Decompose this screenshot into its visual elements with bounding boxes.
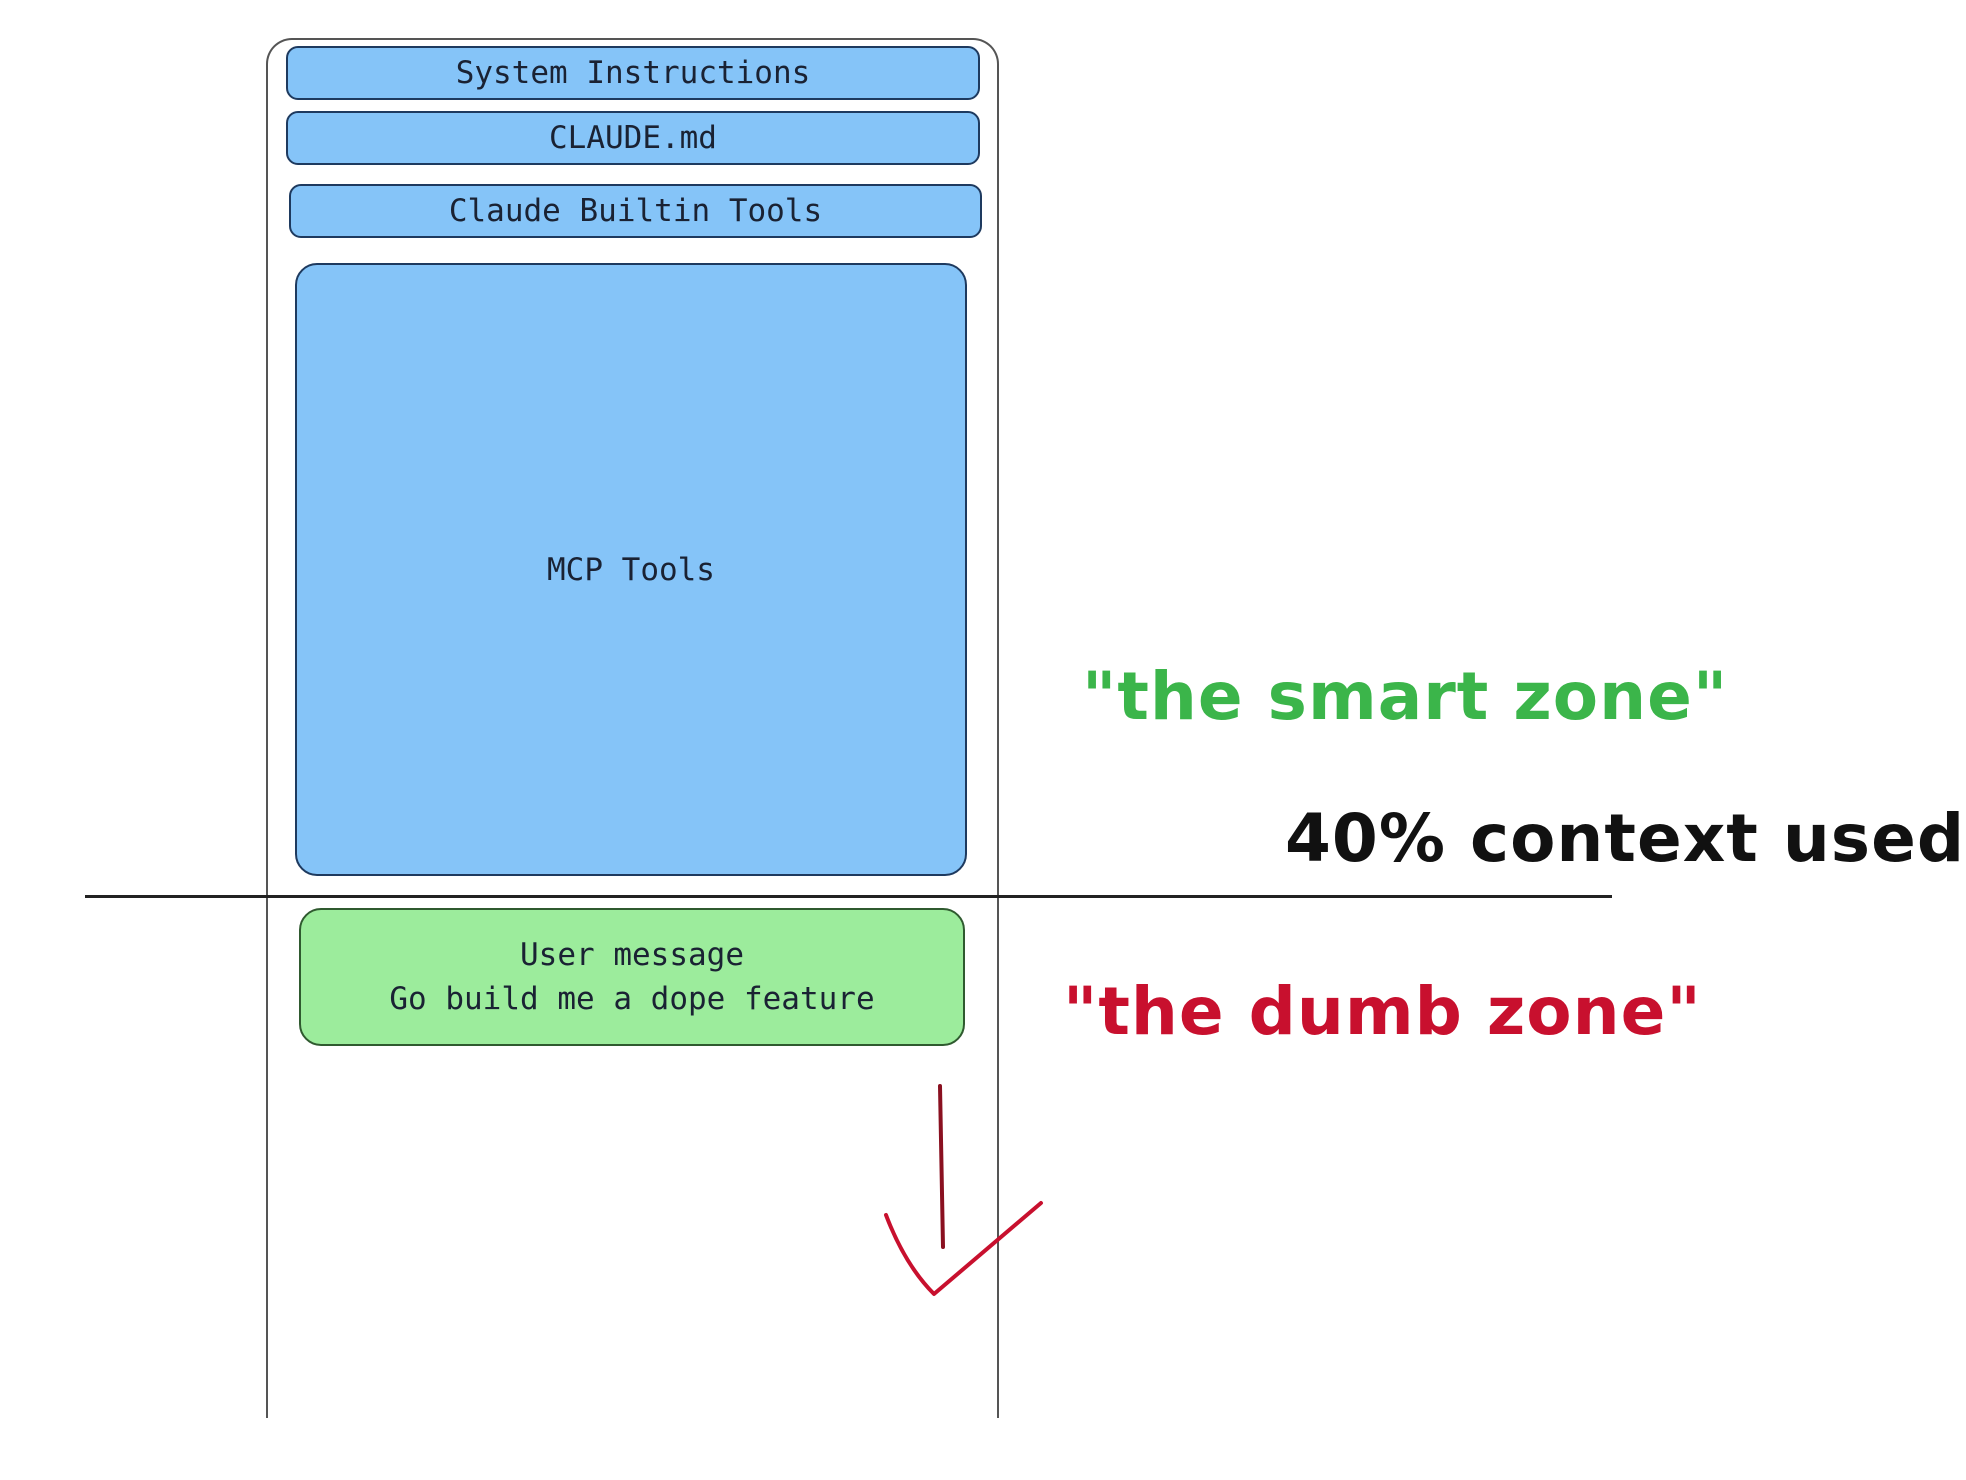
block-label: Claude Builtin Tools [448,193,823,229]
context-window-frame [266,38,999,1418]
smart-zone-label: "the smart zone" [1082,658,1729,735]
user-message-title: User message [520,937,744,973]
user-message-block: User message Go build me a dope feature [299,908,965,1046]
user-message-body: Go build me a dope feature [389,981,875,1017]
dumb-zone-label: "the dumb zone" [1063,973,1702,1050]
block-label: System Instructions [455,55,811,91]
builtin-tools-block: Claude Builtin Tools [289,184,982,238]
threshold-label: 40% context used [1285,800,1966,877]
mcp-tools-block: MCP Tools [295,263,967,876]
block-label: CLAUDE.md [549,120,717,156]
system-instructions-block: System Instructions [286,46,980,100]
block-label: MCP Tools [547,551,715,588]
context-threshold-line [85,895,1612,898]
claude-md-block: CLAUDE.md [286,111,980,165]
